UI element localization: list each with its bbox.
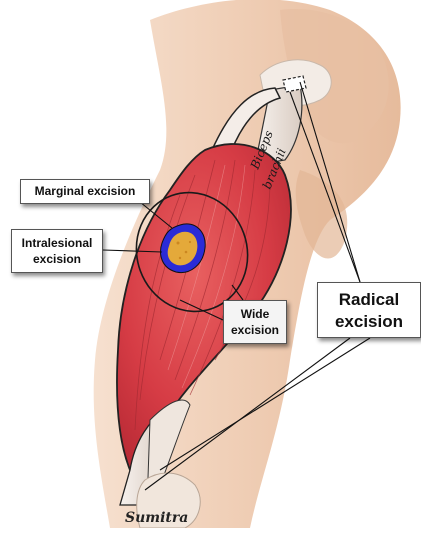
intralesional-excision-text-1: Intralesional — [12, 235, 102, 251]
artist-signature: Sumitra — [125, 510, 188, 526]
radical-excision-text-1: Radical — [318, 289, 420, 311]
intralesional-excision-label: Intralesional excision — [11, 229, 103, 273]
marginal-excision-label: Marginal excision — [20, 179, 150, 204]
intralesional-excision-text-2: excision — [12, 251, 102, 267]
wide-excision-text-2: excision — [224, 322, 286, 338]
wide-excision-text-1: Wide — [224, 306, 286, 322]
marginal-excision-text: Marginal excision — [21, 180, 149, 203]
radical-excision-text-2: excision — [318, 311, 420, 333]
radical-excision-label: Radical excision — [317, 282, 421, 338]
wide-excision-label: Wide excision — [223, 300, 287, 344]
